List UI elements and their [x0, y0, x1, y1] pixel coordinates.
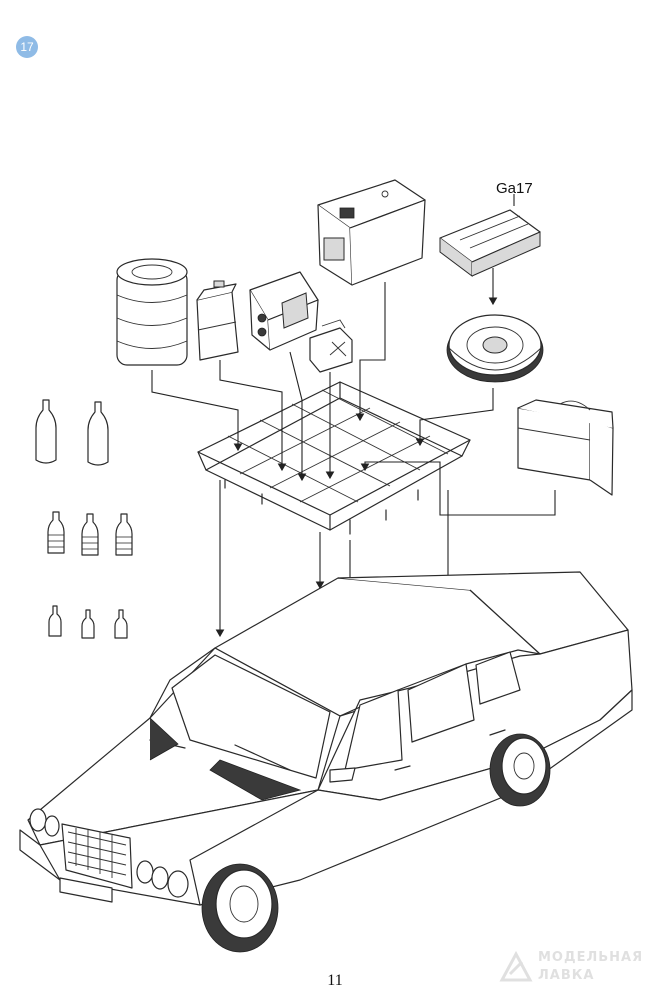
watermark-line2: ЛАВКА	[538, 968, 595, 983]
roof-rack-part	[197, 381, 471, 535]
medium-bottle	[81, 513, 99, 556]
bottle-set	[35, 399, 133, 639]
large-bottle	[35, 399, 57, 464]
radio-box-part	[249, 271, 319, 351]
car-grille	[61, 823, 133, 889]
step-number-badge: 17	[16, 36, 38, 58]
car-body	[19, 571, 633, 906]
jerry-can-part	[196, 280, 239, 361]
cooler-box-part	[317, 179, 426, 286]
tarp-part	[439, 209, 541, 277]
part-label-ga17: Ga17	[496, 180, 533, 197]
spare-tire-part	[446, 314, 544, 383]
medium-bottle	[115, 513, 133, 556]
rear-wheel	[489, 733, 551, 807]
page-number: 11	[327, 972, 343, 989]
small-bottle	[81, 609, 95, 639]
water-tank-part	[116, 258, 188, 366]
watermark-logo: МОДЕЛЬНАЯ ЛАВКА	[498, 948, 658, 988]
medium-bottle	[47, 511, 65, 554]
car-headlights	[29, 808, 189, 898]
watermark-line1: МОДЕЛЬНАЯ	[538, 950, 644, 965]
suitcase-part	[517, 399, 614, 496]
large-bottle	[87, 401, 109, 466]
watermark-icon	[499, 950, 533, 982]
license-plate	[59, 877, 113, 903]
small-bottle	[48, 605, 62, 637]
fuel-can-part	[309, 319, 353, 373]
small-bottle	[114, 609, 128, 639]
front-wheel	[201, 863, 279, 953]
